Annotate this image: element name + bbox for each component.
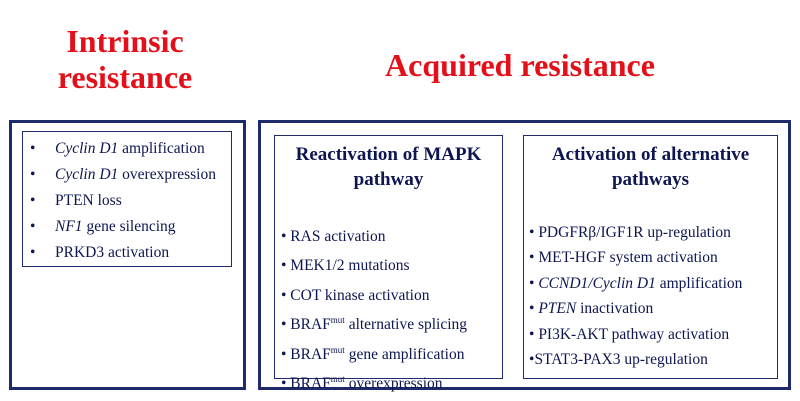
alternative-heading-line-2: pathways bbox=[611, 168, 690, 190]
list-item: • BRAFmut gene amplification bbox=[281, 344, 465, 363]
mapk-heading-line-1: Reactivation of MAPK bbox=[295, 144, 482, 165]
alternative-heading-line-1: Activation of alternative bbox=[551, 144, 750, 165]
alternative-pathways-panel: Activation of alternative pathways • PDG… bbox=[523, 135, 778, 379]
list-item: • BRAFmut alternative splicing bbox=[281, 315, 468, 334]
mapk-panel-heading: Reactivation of MAPK pathway bbox=[275, 143, 502, 192]
list-item: • PDGFRβ/IGF1R up-regulation bbox=[529, 224, 731, 241]
list-item: • COT kinase activation bbox=[281, 286, 430, 304]
alternative-panel-heading: Activation of alternative pathways bbox=[524, 143, 777, 192]
acquired-resistance-title: Acquired resistance bbox=[385, 47, 655, 83]
list-item: • RAS activation bbox=[281, 228, 386, 245]
list-item: • CCND1/Cyclin D1 amplification bbox=[529, 274, 743, 292]
list-item: • PTEN inactivation bbox=[529, 300, 654, 318]
list-item: •Cyclin D1 amplification bbox=[30, 140, 205, 157]
list-item: • PI3K-AKT pathway activation bbox=[529, 325, 730, 343]
mapk-heading-line-2: pathway bbox=[353, 168, 424, 190]
intrinsic-mechanisms-list: •Cyclin D1 amplification •Cyclin D1 over… bbox=[22, 131, 232, 267]
list-item: •PTEN loss bbox=[30, 192, 122, 209]
intrinsic-title-line-1: Intrinsic bbox=[66, 23, 184, 59]
list-item: •NF1 gene silencing bbox=[30, 218, 176, 235]
list-item: •STAT3-PAX3 up-regulation bbox=[529, 351, 708, 369]
list-item: •PRKD3 activation bbox=[30, 244, 170, 261]
list-item: • MET-HGF system activation bbox=[529, 249, 718, 267]
list-item: • BRAFmut overexpression bbox=[281, 374, 443, 393]
intrinsic-title-line-2: resistance bbox=[57, 58, 193, 95]
intrinsic-resistance-box bbox=[9, 120, 246, 390]
list-item: •Cyclin D1 overexpression bbox=[30, 166, 216, 183]
mapk-reactivation-panel: Reactivation of MAPK pathway • RAS activ… bbox=[274, 135, 503, 392]
list-item: • MEK1/2 mutations bbox=[281, 257, 410, 275]
acquired-resistance-box bbox=[258, 120, 791, 390]
intrinsic-resistance-title: Intrinsic resistance bbox=[0, 23, 250, 96]
